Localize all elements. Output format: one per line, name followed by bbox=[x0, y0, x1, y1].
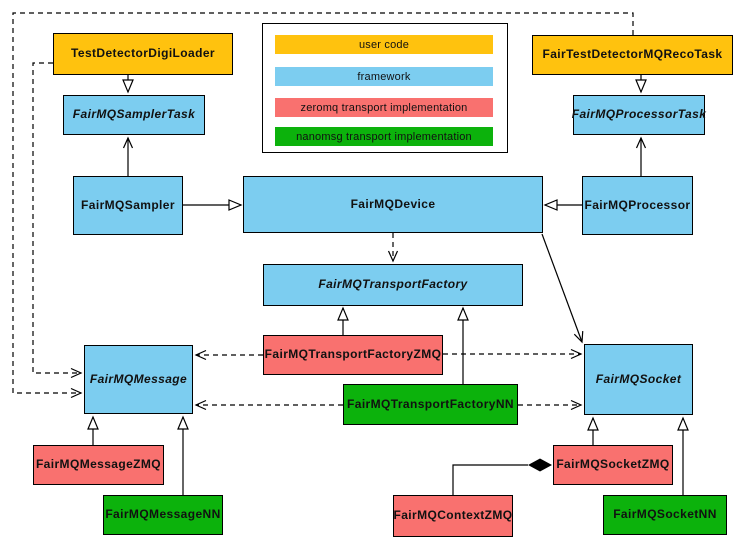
node-label: FairTestDetectorMQRecoTask bbox=[542, 47, 723, 62]
node-test-detector-digi-loader: TestDetectorDigiLoader bbox=[53, 33, 233, 75]
node-label: FairMQTransportFactoryNN bbox=[347, 396, 514, 411]
node-label: FairMQContextZMQ bbox=[393, 508, 513, 523]
node-label: FairMQSocket bbox=[595, 371, 682, 386]
node-fair-test-detector-mq-reco-task: FairTestDetectorMQRecoTask bbox=[532, 35, 733, 75]
edge-contextzmq-socketzmq-composition bbox=[452, 464, 528, 495]
node-label: FairMQSocketNN bbox=[613, 507, 717, 522]
legend-item-nanomsg: nanomsg transport implementation bbox=[275, 127, 493, 146]
node-label: FairMQProcessor bbox=[584, 197, 691, 212]
node-fairmq-transport-factory-zmq: FairMQTransportFactoryZMQ bbox=[263, 335, 443, 375]
node-label: FairMQDevice bbox=[350, 196, 436, 211]
node-label: FairMQTransportFactory bbox=[318, 277, 468, 292]
legend-item-user-code: user code bbox=[275, 35, 493, 54]
node-fairmq-transport-factory: FairMQTransportFactory bbox=[263, 264, 523, 306]
node-fairmq-socket-nn: FairMQSocketNN bbox=[603, 495, 727, 535]
node-fairmq-sampler-task: FairMQSamplerTask bbox=[63, 95, 205, 135]
node-fairmq-device: FairMQDevice bbox=[243, 176, 543, 233]
node-fairmq-processor-task: FairMQProcessorTask bbox=[571, 95, 707, 135]
node-fairmq-processor: FairMQProcessor bbox=[582, 176, 693, 235]
legend-label: zeromq transport implementation bbox=[300, 101, 468, 114]
legend: user code framework zeromq transport imp… bbox=[262, 23, 508, 153]
legend-item-framework: framework bbox=[275, 67, 493, 86]
node-label: FairMQMessageZMQ bbox=[35, 457, 162, 472]
legend-item-zeromq: zeromq transport implementation bbox=[275, 98, 493, 117]
node-label: FairMQTransportFactoryZMQ bbox=[264, 347, 442, 362]
node-label: FairMQMessageNN bbox=[105, 507, 221, 522]
node-label: TestDetectorDigiLoader bbox=[71, 46, 215, 61]
node-label: FairMQSocketZMQ bbox=[556, 457, 670, 472]
edge-device-socket-association bbox=[541, 233, 584, 344]
node-fairmq-socket: FairMQSocket bbox=[584, 344, 693, 415]
node-fairmq-message-nn: FairMQMessageNN bbox=[103, 495, 223, 535]
node-label: FairMQSamplerTask bbox=[72, 107, 196, 122]
node-fairmq-message-zmq: FairMQMessageZMQ bbox=[33, 445, 164, 485]
composition-diamond bbox=[528, 458, 552, 472]
node-label: FairMQSampler bbox=[81, 197, 175, 212]
node-fairmq-sampler: FairMQSampler bbox=[73, 176, 183, 235]
edge-recotask-message-dependency bbox=[12, 12, 634, 399]
node-label: FairMQProcessorTask bbox=[571, 107, 707, 122]
legend-label: nanomsg transport implementation bbox=[296, 130, 472, 143]
node-fairmq-transport-factory-nn: FairMQTransportFactoryNN bbox=[343, 384, 518, 425]
node-fairmq-message: FairMQMessage bbox=[84, 345, 193, 414]
node-fairmq-socket-zmq: FairMQSocketZMQ bbox=[553, 445, 673, 485]
legend-label: framework bbox=[357, 70, 411, 83]
edge-digiloader-message-dependency bbox=[32, 62, 83, 379]
node-fairmq-context-zmq: FairMQContextZMQ bbox=[393, 495, 513, 537]
legend-label: user code bbox=[358, 38, 410, 51]
node-label: FairMQMessage bbox=[89, 371, 188, 386]
